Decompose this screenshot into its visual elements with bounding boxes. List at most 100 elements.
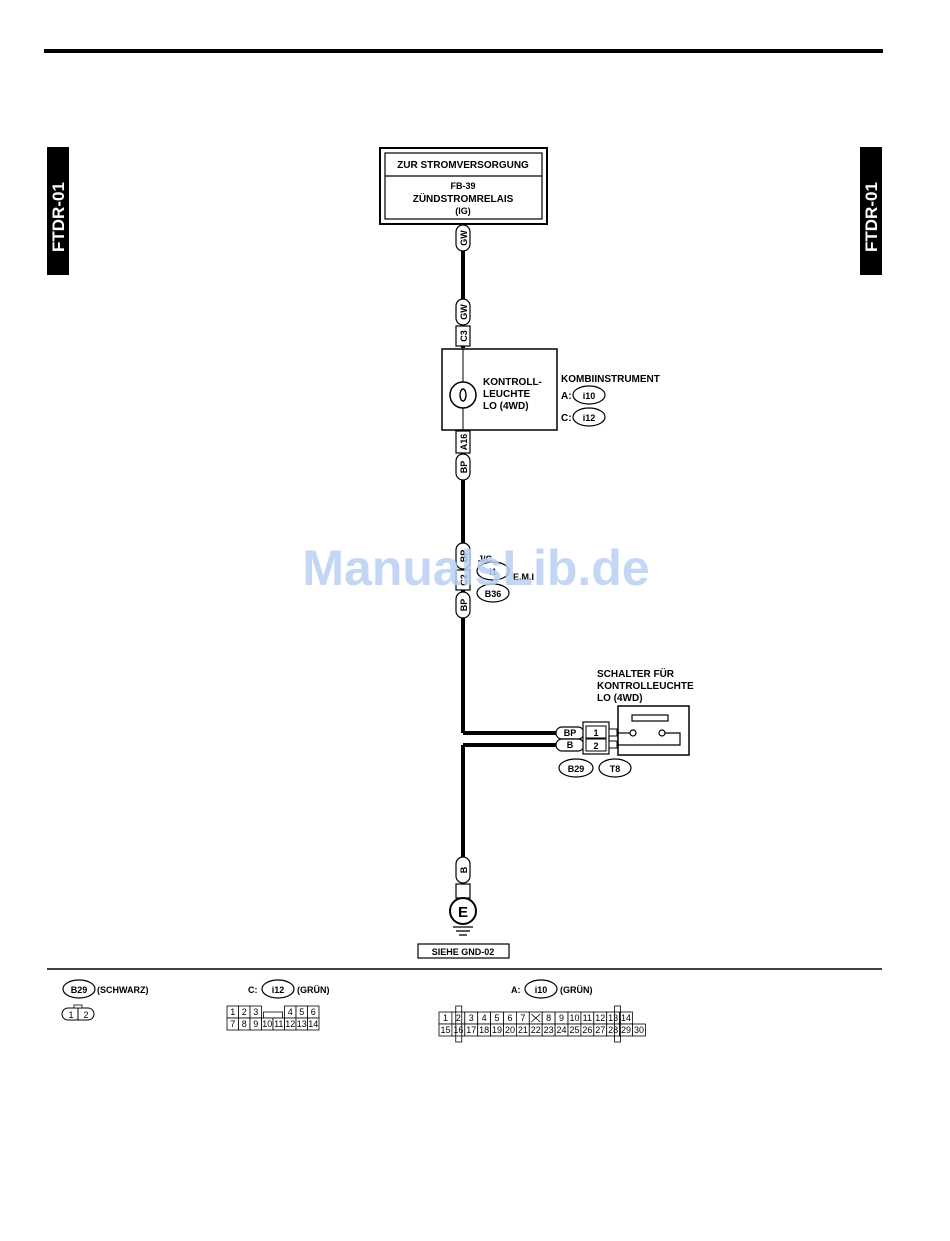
pin-label-a16: A16 [455,430,471,454]
svg-text:GW: GW [459,230,469,246]
power-supply-box: ZUR STROMVERSORGUNG FB-39 ZÜNDSTROMRELAI… [379,147,548,225]
switch-lever-icon [631,714,669,722]
joint-jc-label: J/C [478,554,493,564]
combi-a-conn: i10 [583,391,596,401]
legend-i12-pin: 9 [253,1019,258,1029]
legend-i12-pin: 10 [262,1019,272,1029]
legend-i10-prefix: A: [511,985,521,995]
legend-i12-pin: 6 [311,1007,316,1017]
watermark: ManualsLib.de [302,540,649,596]
wire-label-b-ground: B [459,866,469,873]
legend-i10-pin: 29 [621,1025,631,1035]
wire-label-gw-top: GW [455,224,471,252]
switch-box [617,705,690,756]
legend-i12-pin: 5 [299,1007,304,1017]
legend-i10-pin: 26 [582,1025,592,1035]
legend-i12-conn: i12 [272,985,285,995]
power-box-fuse: FB-39 [450,181,475,191]
side-tab-right: FTDR-01 [860,147,882,275]
legend-i12-key [263,1011,283,1019]
switch-conn-t8: T8 [610,764,621,774]
legend-i10-pin: 13 [608,1013,618,1023]
legend-i10-conn: i10 [535,985,548,995]
svg-text:BP: BP [459,461,469,474]
ground-ref: SIEHE GND-02 [432,947,495,957]
legend-i12-pin: 11 [274,1019,283,1029]
joint-connector: BP C2 BP J/C i1 E.M.I B36 [455,542,534,619]
legend-i10-pin: 8 [546,1013,551,1023]
wire-label-b-switch: B [567,740,574,750]
legend-i10-pin: 10 [569,1013,579,1023]
legend-i12-prefix: C: [248,985,258,995]
svg-text:A16: A16 [459,434,469,451]
legend-i12-pin: 4 [288,1007,293,1017]
legend-b29-conn: B29 [71,985,88,995]
power-box-ig: (IG) [455,206,471,216]
legend-i10-pin: 7 [520,1013,525,1023]
legend-i10-pin: 18 [479,1025,489,1035]
svg-text:C3: C3 [459,330,469,342]
switch-line1: SCHALTER FÜR [597,667,675,680]
joint-i1: i1 [489,567,497,577]
joint-b36-oval [476,583,510,603]
legend-i10-pin: 22 [531,1025,541,1035]
legend-b29: B29 (SCHWARZ) 1 2 [61,979,149,1021]
joint-b36: B36 [485,589,502,599]
combi-c-prefix: C: [561,413,572,424]
legend-i12-pin: 7 [230,1019,235,1029]
legend-i10-pin: 6 [507,1013,512,1023]
switch-conn-b29: B29 [568,764,585,774]
wire-label-bp1: BP [455,453,471,481]
switch-line2: KONTROLLEUCHTE [597,681,694,692]
legend-i12-color: (GRÜN) [297,985,330,995]
switch-line3: LO (4WD) [597,693,643,704]
lamp-line1: KONTROLL- [483,377,542,388]
legend-i12-pin: 12 [285,1019,295,1029]
legend-i10-pin: 1 [443,1013,448,1023]
legend-i10-pin: 11 [583,1013,592,1023]
legend-i10-pin: 28 [608,1025,618,1035]
power-box-relay: ZÜNDSTROMRELAIS [413,192,514,205]
legend-i10-pin: 15 [440,1025,450,1035]
side-tab-left-text: FTDR-01 [49,182,68,252]
legend-i10-pin: 14 [621,1013,631,1023]
side-tab-left: FTDR-01 [47,147,69,275]
lamp-line3: LO (4WD) [483,401,529,412]
legend-i10-pin: 17 [466,1025,476,1035]
lamp-line2: LEUCHTE [483,389,531,400]
legend-b29-color: (SCHWARZ) [97,985,149,995]
combi-c-conn: i12 [583,413,596,423]
legend-i10-pin: 9 [559,1013,564,1023]
top-rule [44,49,883,53]
legend-i12-pin: 13 [297,1019,307,1029]
legend-i10-pin: 19 [492,1025,502,1035]
wire-label-bp2: BP [459,550,469,563]
legend-i10-color: (GRÜN) [560,985,593,995]
wire-label-bp3: BP [459,599,469,612]
legend-i12-pin: 1 [230,1007,235,1017]
ground: B E SIEHE GND-02 [417,856,510,959]
legend-b29-pin-2: 2 [83,1010,88,1020]
wire-label-gw-mid: GW [455,298,471,326]
joint-i1-oval [476,561,510,581]
joint-emi: E.M.I [513,572,534,582]
power-box-title: ZUR STROMVERSORGUNG [397,160,529,171]
combi-title: KOMBIINSTRUMENT [561,374,660,385]
combi-label: KOMBIINSTRUMENT A: i10 C: i12 [561,374,660,427]
legend-i10-pin: 4 [482,1013,487,1023]
legend-b29-pin-1: 1 [68,1010,73,1020]
pin-label-c2: C2 [459,574,469,586]
svg-text:GW: GW [459,304,469,320]
ground-icon [449,897,477,925]
legend-i12-pin: 8 [242,1019,247,1029]
legend-i10-pin: 12 [595,1013,605,1023]
side-tab-right-text: FTDR-01 [862,182,881,252]
legend-i12-pin: 2 [242,1007,247,1017]
lamp-box: KONTROLL- LEUCHTE LO (4WD) [441,348,558,431]
switch-wire-labels: BP B [555,726,585,752]
legend-i10-pin: 16 [453,1025,463,1035]
